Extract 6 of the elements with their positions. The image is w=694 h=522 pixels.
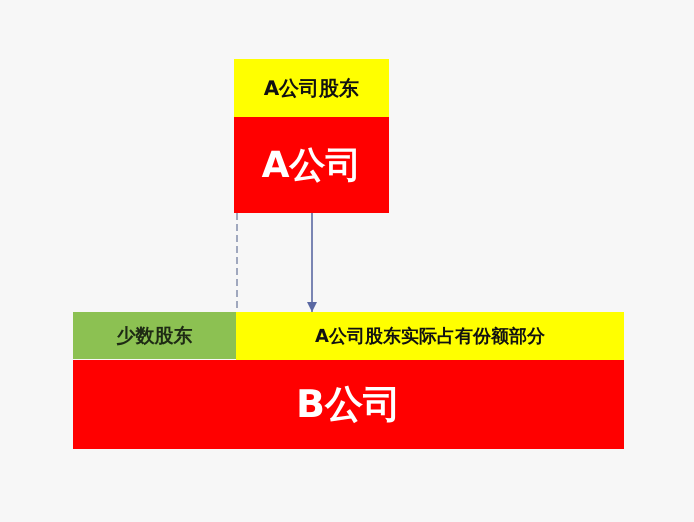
company-box: A公司 <box>234 117 389 213</box>
shareholder-box: 少数股东 <box>73 312 236 359</box>
share-band: A公司股东实际占有份额部分 <box>236 312 624 360</box>
shareholder-box: A公司股东 <box>234 59 389 117</box>
company-box: B公司 <box>73 360 624 449</box>
arrow <box>307 213 317 312</box>
